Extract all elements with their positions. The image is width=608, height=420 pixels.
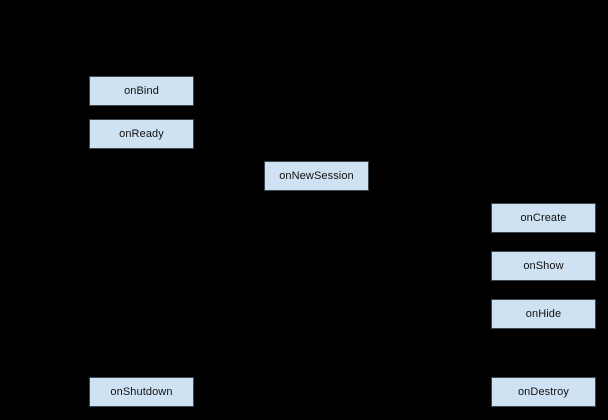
node-onshow: onShow bbox=[491, 251, 596, 281]
node-onbind: onBind bbox=[89, 76, 194, 106]
node-ondestroy: onDestroy bbox=[491, 377, 596, 407]
node-onshutdown: onShutdown bbox=[89, 377, 194, 407]
node-onnewsession: onNewSession bbox=[264, 161, 369, 191]
node-onready: onReady bbox=[89, 119, 194, 149]
node-onhide: onHide bbox=[491, 299, 596, 329]
node-oncreate: onCreate bbox=[491, 203, 596, 233]
